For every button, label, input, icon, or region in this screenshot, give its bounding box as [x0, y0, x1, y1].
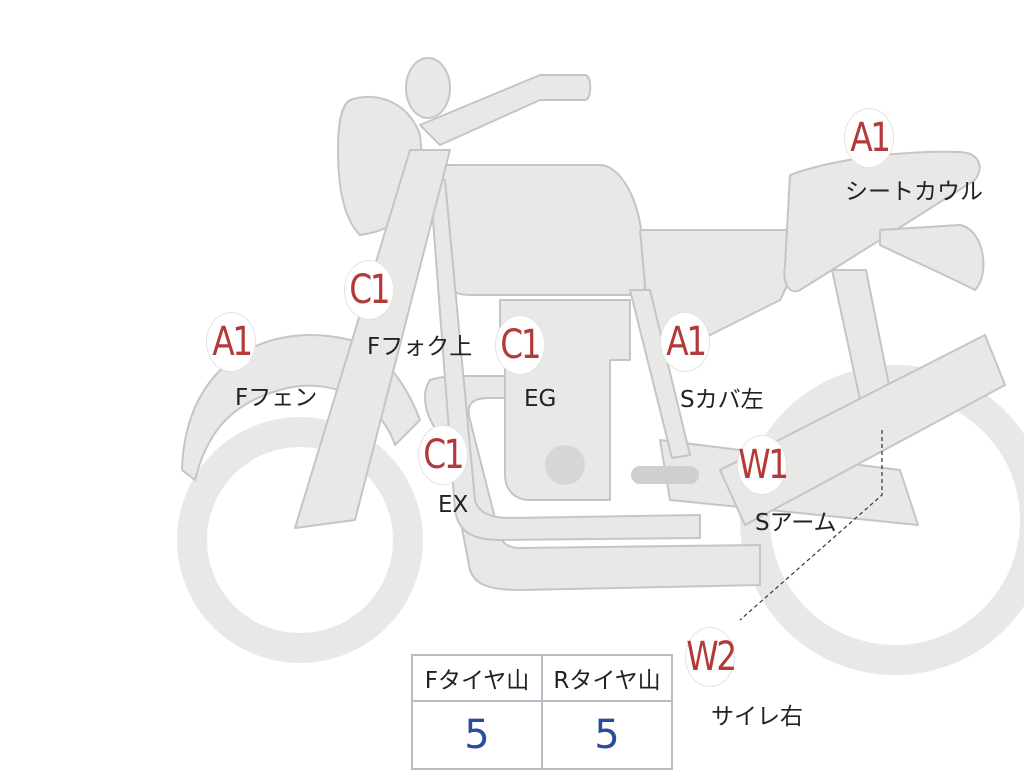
seat-shape [783, 150, 981, 293]
tire-tread-table: Fタイヤ山 Rタイヤ山 5 5 [411, 654, 673, 770]
rear-tire-header: Rタイヤ山 [541, 654, 673, 702]
marker-front-fork[interactable]: C1 [344, 260, 394, 320]
label-swing-arm: Sアーム [755, 510, 837, 536]
front-fork [294, 149, 451, 529]
label-front-fender: Fフェン [235, 385, 318, 411]
marker-seat-cowl[interactable]: A1 [844, 108, 894, 168]
front-wheel [177, 417, 423, 663]
muffler-shape [719, 334, 1006, 526]
frame-rear [629, 289, 691, 459]
front-tire-header: Fタイヤ山 [411, 654, 543, 702]
marker-exhaust[interactable]: C1 [418, 425, 468, 485]
label-side-cover: Sカバ左 [680, 387, 764, 413]
handlebar [419, 74, 592, 146]
front-tire-value[interactable]: 5 [411, 700, 543, 770]
marker-engine[interactable]: C1 [495, 315, 545, 375]
fuel-tank [439, 164, 646, 296]
marker-front-fender[interactable]: A1 [206, 312, 256, 372]
frame-rail [429, 179, 701, 541]
marker-swing-arm[interactable]: W1 [737, 435, 789, 495]
label-engine: EG [524, 386, 557, 412]
label-exhaust: EX [438, 492, 469, 518]
tail-cowl [879, 224, 985, 291]
engine-cylinder [545, 445, 585, 485]
leader-line [739, 430, 883, 621]
rear-tire-value[interactable]: 5 [541, 700, 673, 770]
label-front-fork: Fフォク上 [367, 334, 473, 360]
label-muffler: サイレ右 [711, 704, 803, 730]
label-seat-cowl: シートカウル [845, 179, 983, 205]
marker-side-cover[interactable]: A1 [660, 312, 710, 372]
marker-muffler[interactable]: W2 [685, 627, 737, 687]
meter [405, 57, 451, 119]
